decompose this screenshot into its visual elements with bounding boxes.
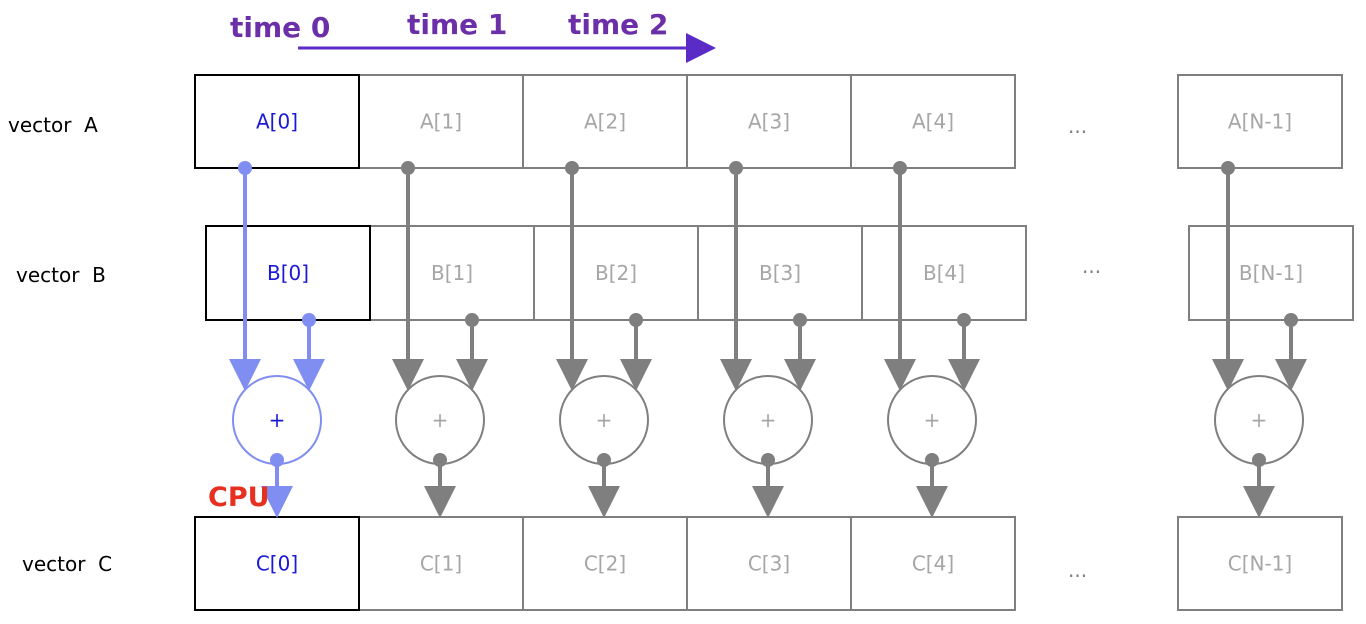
b-tap-dot-0	[302, 313, 316, 327]
row-label-b: vector B	[16, 263, 106, 287]
adder-out-dot-2	[597, 453, 611, 467]
vector-b-cell-5-label: B[N-1]	[1239, 261, 1303, 285]
adder-column-0: +	[229, 161, 325, 518]
cpu-label: CPU	[208, 482, 270, 513]
vector-c-cell-3-label: C[3]	[748, 552, 790, 576]
vector-a-row: A[1] A[2] A[3] A[4] A[N-1] A[0]	[194, 74, 1343, 169]
vector-b-cell-2: B[2]	[533, 225, 699, 321]
vector-a-cell-2: A[2]	[522, 74, 688, 169]
vector-c-cell-2-label: C[2]	[584, 552, 626, 576]
a-tap-dot-5	[1221, 161, 1235, 175]
adder-out-dot-4	[925, 453, 939, 467]
vector-b-cell-5: B[N-1]	[1188, 225, 1354, 321]
vector-c-cell-4-label: C[4]	[912, 552, 954, 576]
adder-plus-3: +	[760, 408, 777, 432]
vector-b-cell-1-label: B[1]	[431, 261, 473, 285]
vector-b-row: B[1] B[2] B[3] B[4] B[N-1] B[0]	[205, 225, 1354, 321]
vector-c-cell-2: C[2]	[522, 516, 688, 611]
vector-a-cell-2-label: A[2]	[584, 110, 626, 134]
vector-c-cell-3: C[3]	[686, 516, 852, 611]
b-tap-dot-5	[1284, 313, 1298, 327]
a-tap-dot-0	[238, 161, 252, 175]
vector-c-row: C[1] C[2] C[3] C[4] C[N-1] C[0]	[194, 516, 1343, 611]
vector-b-cell-0-label: B[0]	[267, 261, 309, 285]
adder-out-dot-1	[433, 453, 447, 467]
vector-a-cell-0: A[0]	[194, 74, 360, 169]
adder-column-4: +	[884, 161, 980, 518]
b-tap-dot-1	[465, 313, 479, 327]
vector-a-cell-5-label: A[N-1]	[1228, 110, 1292, 134]
adder-plus-0: +	[269, 408, 286, 432]
vector-a-cell-4: A[4]	[850, 74, 1016, 169]
vector-a-cell-4-label: A[4]	[912, 110, 954, 134]
vector-c-cell-0-label: C[0]	[256, 552, 298, 576]
row-label-a: vector A	[8, 113, 98, 137]
vector-a-cell-1-label: A[1]	[420, 110, 462, 134]
time-label-2: time 2	[568, 8, 668, 41]
ellipsis-b: ...	[1082, 254, 1101, 278]
adder-plus-2: +	[596, 408, 613, 432]
adder-out-dot-5	[1252, 453, 1266, 467]
vector-c-cell-4: C[4]	[850, 516, 1016, 611]
vector-b-cell-4: B[4]	[861, 225, 1027, 321]
a-tap-dot-1	[401, 161, 415, 175]
a-tap-dot-4	[893, 161, 907, 175]
a-tap-dot-3	[729, 161, 743, 175]
adder-out-dot-0	[270, 453, 284, 467]
vector-c-cell-5: C[N-1]	[1177, 516, 1343, 611]
time-header: time 0 time 1 time 2	[230, 8, 716, 63]
adder-column-3: +	[720, 161, 816, 518]
row-label-c: vector C	[22, 552, 112, 576]
vector-b-cell-0: B[0]	[205, 225, 371, 321]
b-tap-dot-3	[793, 313, 807, 327]
vector-b-cell-1: B[1]	[369, 225, 535, 321]
vector-b-cell-4-label: B[4]	[923, 261, 965, 285]
vector-b-cell-3-label: B[3]	[759, 261, 801, 285]
adder-column-2: +	[556, 161, 652, 518]
vector-c-cell-5-label: C[N-1]	[1228, 552, 1292, 576]
vector-c-cell-1: C[1]	[358, 516, 524, 611]
vector-a-cell-5: A[N-1]	[1177, 74, 1343, 169]
adder-out-dot-3	[761, 453, 775, 467]
adder-column-5: +	[1212, 161, 1307, 518]
ellipsis-a: ...	[1068, 114, 1087, 138]
ellipsis-c: ...	[1068, 558, 1087, 582]
vector-a-cell-1: A[1]	[358, 74, 524, 169]
vector-c-cell-1-label: C[1]	[420, 552, 462, 576]
adder-plus-4: +	[924, 408, 941, 432]
adder-plus-5: +	[1251, 408, 1268, 432]
time-label-0: time 0	[230, 11, 330, 44]
vector-a-cell-3-label: A[3]	[748, 110, 790, 134]
b-tap-dot-2	[629, 313, 643, 327]
vector-b-cell-3: B[3]	[697, 225, 863, 321]
time-label-1: time 1	[407, 8, 507, 41]
b-tap-dot-4	[957, 313, 971, 327]
adder-plus-1: +	[432, 408, 449, 432]
vector-a-cell-3: A[3]	[686, 74, 852, 169]
adder-columns: + + + + + +	[229, 161, 1307, 518]
vector-b-cell-2-label: B[2]	[595, 261, 637, 285]
vector-c-cell-0: C[0]	[194, 516, 360, 611]
vector-a-cell-0-label: A[0]	[256, 110, 298, 134]
a-tap-dot-2	[565, 161, 579, 175]
adder-column-1: +	[392, 161, 488, 518]
